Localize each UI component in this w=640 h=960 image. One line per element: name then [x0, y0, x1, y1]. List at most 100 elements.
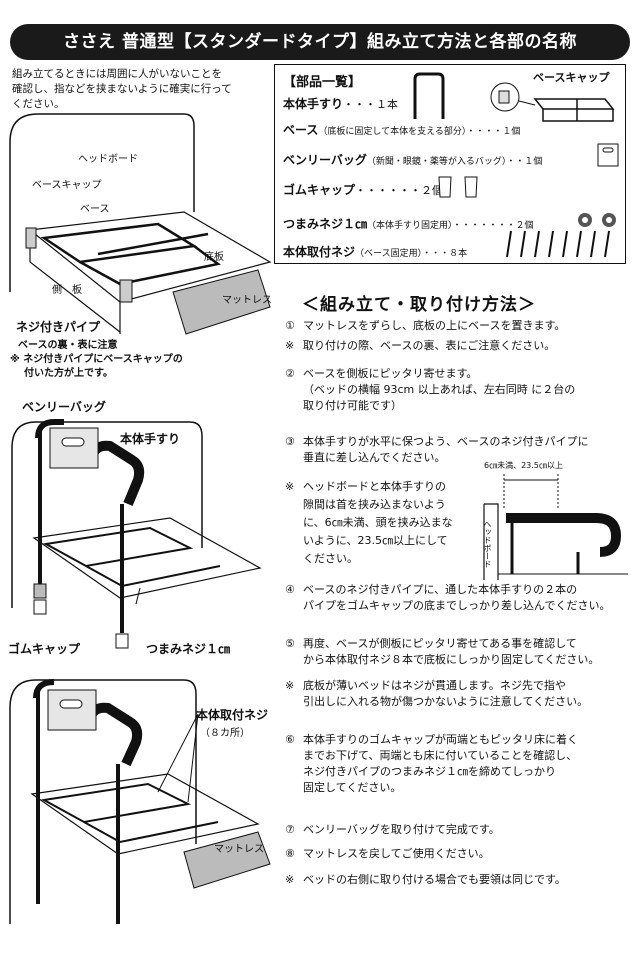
step-note-3: ※ベッドの右側に取り付ける場合でも要領は同じです。	[285, 872, 637, 888]
step-line: までお下げて、両端とも床に付いていることを確認し、	[303, 749, 578, 762]
part-name: 本体取付ネジ	[283, 245, 356, 259]
step-8: ⑧ マットレスを戻してご使用ください。	[285, 846, 637, 862]
part-detail: （ベース固定用）・・・８本	[355, 249, 468, 259]
step-number: ⑥	[285, 733, 295, 746]
part-name: つまみネジ１㎝	[283, 217, 368, 231]
handrail-installation-diagram	[11, 419, 262, 649]
part-knob-screw: つまみネジ１㎝（本体手すり固定用）・・・・・・・２個	[283, 215, 534, 232]
gap-dimension-label: 6㎝未満、23.5㎝以上	[484, 461, 563, 470]
assembly-title: ＜組み立て・取り付け方法＞	[302, 295, 536, 315]
step-line: マットレスをずらし、底板の上にベースを置きます。	[303, 319, 566, 332]
step-7: ⑦ ベンリーバッグを取り付けて完成です。	[285, 822, 637, 838]
parts-list: 【部品一覧】 本体手すり・・・１本 ベース（底板に固定して本体を支える部分）・・…	[274, 64, 626, 264]
part-bag: ベンリーバッグ（新聞・眼鏡・薬等が入るバッグ）・・１個	[283, 151, 542, 168]
part-detail: （底板に固定して本体を支える部分）・・・・１個	[318, 127, 521, 137]
label-base: ベース	[80, 204, 110, 215]
step-line: 再度、ベースが側板にピッタリ寄せてある事を確認して	[303, 637, 577, 650]
part-detail: ・・・１本	[343, 98, 399, 111]
part-handrail: 本体手すり・・・１本	[283, 95, 398, 112]
label-mattress: マットレス	[222, 295, 272, 306]
step-line: 引出しに入れる物が傷つかないように注意してください。	[303, 695, 589, 708]
part-base-cap-label: ベースキャップ	[533, 71, 610, 84]
gap-headboard-label: ヘッドボード	[483, 520, 492, 568]
intro-line: ください。	[12, 98, 65, 110]
step-line: 本体手すりが水平に保つよう、ベースのネジ付きパイプに	[303, 435, 589, 448]
note-cap-up-2: 付いた方が上です。	[24, 368, 113, 379]
rubber-cap-part-illustration	[438, 176, 478, 198]
step-line: マットレスを戻してご使用ください。	[303, 847, 490, 860]
step-1: ① マットレスをずらし、底板の上にベースを置きます。	[285, 318, 637, 334]
step-line: ベンリーバッグを取り付けて完成です。	[303, 823, 500, 836]
label-mount-screw-count: （８カ所）	[200, 728, 250, 739]
part-detail: （新聞・眼鏡・薬等が入るバッグ）・・１個	[366, 157, 543, 167]
step-number: ⑤	[285, 637, 295, 650]
knob-screw-part-illustration	[578, 213, 616, 227]
step-number: ④	[285, 583, 295, 596]
step-number: ②	[285, 367, 295, 380]
part-detail: ・・・・・・２個	[355, 184, 444, 197]
step-line: 底板が薄いベッドはネジが貫通します。ネジ先で指や	[303, 679, 566, 692]
note-base-side: ベースの裏・表に注意	[18, 340, 118, 351]
step-line: に、6㎝未満、頭を挟み込まな	[303, 516, 453, 529]
part-name: ベンリーバッグ	[283, 153, 367, 167]
part-rubber-cap: ゴムキャップ・・・・・・２個	[283, 181, 443, 198]
label-knob-screw: つまみネジ１㎝	[146, 642, 231, 656]
label-headboard: ヘッドボード	[78, 154, 138, 165]
step-line: 固定してください。	[303, 781, 402, 794]
handrail-part-illustration	[413, 72, 445, 119]
step-line: 隙間は首を挟み込まないよう	[303, 498, 446, 511]
mount-screw-part-illustration	[506, 230, 610, 258]
part-name: ベース	[283, 123, 319, 137]
step-6: ⑥ 本体手すりのゴムキャップが両端ともピッタリ床に着く までお下げて、両端とも床に…	[285, 732, 637, 796]
part-mount-screw: 本体取付ネジ（ベース固定用）・・・８本	[283, 243, 467, 260]
label-base-cap: ベースキャップ	[32, 180, 102, 191]
parts-heading: 【部品一覧】	[283, 75, 362, 90]
step-number: ※	[285, 679, 295, 692]
step-number: ③	[285, 435, 295, 448]
step-number: ①	[285, 319, 295, 332]
step-number: ※	[285, 339, 295, 352]
base-part-illustration	[490, 82, 615, 122]
intro-line: 組み立てるときには周囲に人がいないことを	[12, 68, 222, 80]
step-number: ⑦	[285, 823, 295, 836]
step-note-2: ※ 底板が薄いベッドはネジが貫通します。ネジ先で指や 引出しに入れる物が傷つかない…	[285, 678, 637, 710]
step-line: 取り付けの際、ベースの裏、表にご注意ください。	[303, 339, 556, 352]
gap-diagram	[483, 474, 628, 580]
step-line: ヘッドボードと本体手すりの	[303, 480, 446, 493]
label-mount-screw: 本体取付ネジ	[196, 708, 269, 722]
label-handrail: 本体手すり	[120, 432, 181, 446]
step-4: ④ ベースのネジ付きパイプに、通した本体手すりの２本の パイプをゴムキャップの底ま…	[285, 582, 637, 614]
step-line: ネジ付きパイプのつまみネジ１㎝を締めてしっかり	[303, 765, 556, 778]
step-line: ベースを側板にピッタリ寄せます。	[303, 367, 478, 380]
bag-part-illustration	[597, 143, 619, 167]
step-line: ください。	[303, 552, 358, 565]
step-note-1: ※ 取り付けの際、ベースの裏、表にご注意ください。	[285, 338, 637, 354]
part-name: 本体手すり	[283, 97, 344, 111]
note-cap-up: ※ ネジ付きパイプにベースキャップの	[10, 354, 183, 365]
step-number: ⑧	[285, 847, 295, 860]
label-bottom-plate: 底板	[204, 252, 224, 263]
step-3: ③ 本体手すりが水平に保つよう、ベースのネジ付きパイプに 垂直に差し込んでください…	[285, 434, 637, 466]
label-rubber-cap: ゴムキャップ	[8, 642, 81, 656]
step-line: 垂直に差し込んでください。	[303, 451, 446, 464]
step-line: ベッドの右側に取り付ける場合でも要領は同じです。	[303, 873, 566, 886]
part-name: ゴムキャップ	[283, 183, 356, 197]
step-line: ベースのネジ付きパイプに、通した本体手すりの２本の	[303, 583, 578, 596]
part-base: ベース（底板に固定して本体を支える部分）・・・・１個	[283, 121, 520, 138]
page-title: ささえ 普通型【スタンダードタイプ】組み立て方法と各部の名称	[10, 24, 630, 60]
part-detail: （本体手すり固定用）・・・・・・・２個	[367, 221, 534, 231]
step-number: ※	[285, 480, 295, 493]
step-line: パイプをゴムキャップの底までしっかり差し込んでください。	[303, 599, 611, 612]
intro-line: 確認し、指などを挟まないように確実に行って	[12, 83, 232, 95]
label-threaded-pipe: ネジ付きパイプ	[16, 320, 101, 334]
step-line: 本体手すりのゴムキャップが両端ともピッタリ床に着く	[303, 733, 578, 746]
step-line: 取り付け可能です）	[303, 399, 402, 412]
label-bag: ベンリーバッグ	[22, 400, 106, 414]
label-side-board: 側 板	[52, 285, 82, 296]
base-installation-diagram	[9, 113, 272, 335]
label-mattress-2: マットレス	[214, 844, 264, 855]
step-line: いように、23.5㎝以上にして	[303, 534, 448, 547]
intro-text: 組み立てるときには周囲に人がいないことを 確認し、指などを挟まないように確実に行…	[12, 67, 262, 112]
screw-mounting-diagram	[9, 679, 271, 924]
